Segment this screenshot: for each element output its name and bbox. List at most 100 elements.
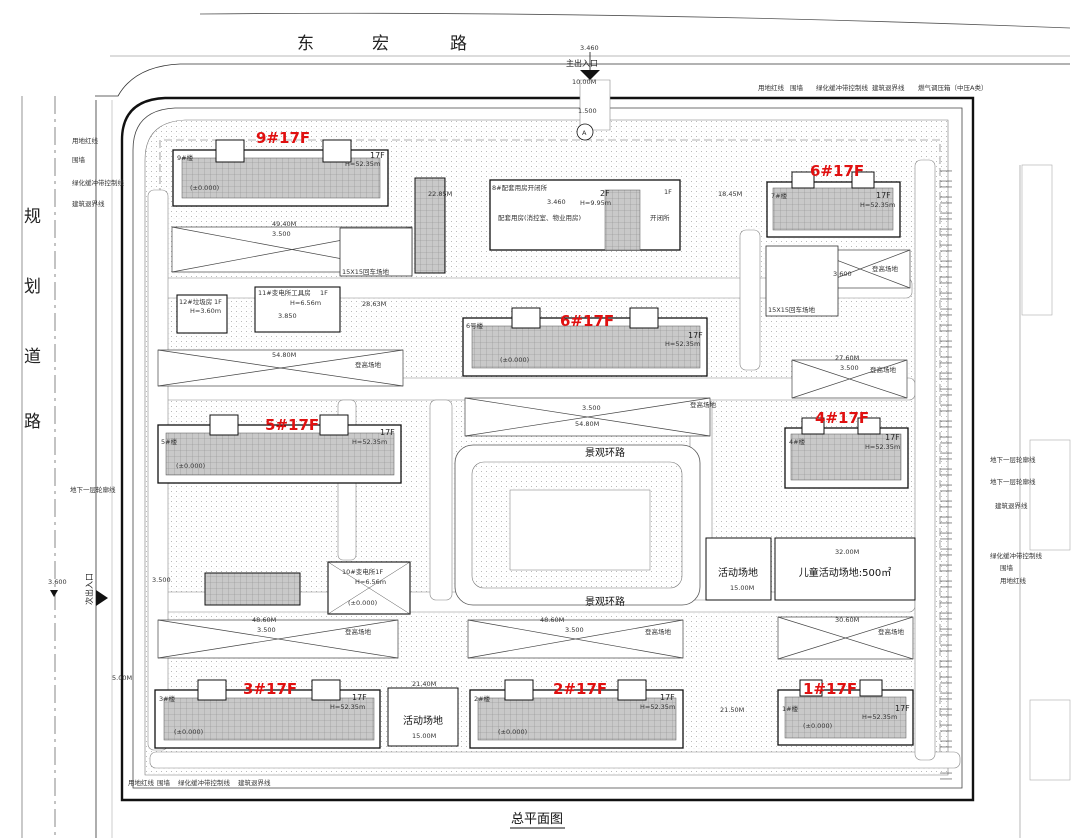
callout: 绿化缓冲带控制线	[990, 551, 1043, 560]
building-floors: 17F	[688, 331, 703, 340]
building-2: 2#楼 17F H=52.35m 2#17F	[469, 679, 684, 749]
fire-site-5: 登高场地	[157, 349, 404, 387]
facility-8: 8#配套用房开闭所 2F H=9.95m 配套用房(消控室、物业用房) 开闭所 …	[489, 179, 681, 251]
dim-label: 18.45M	[718, 190, 742, 198]
compass-letter: A	[582, 129, 587, 137]
callout: 地下一层轮廓线	[990, 477, 1036, 486]
dim-label: 5.00M	[112, 674, 132, 682]
building-label: 3#17F	[243, 680, 297, 698]
road-char: 规	[24, 207, 41, 227]
building-height: H=52.35m	[865, 443, 900, 451]
facility-11-floors: 1F	[320, 289, 328, 297]
callout: 燃气调压箱（中压A类）	[918, 83, 987, 92]
compass-icon: A 1.500	[576, 107, 597, 141]
plan-title-text: 总平面图	[511, 812, 563, 827]
callout: 绿化缓冲带控制线	[178, 778, 231, 787]
building-height: H=52.35m	[860, 201, 895, 209]
dim-label: 30.60M	[835, 616, 859, 624]
line-callouts-right: 地下一层轮廓线 地下一层轮廓线 建筑退界线 绿化缓冲带控制线 围墙 用地红线	[990, 455, 1043, 585]
activity-south-label: 活动场地	[403, 714, 443, 727]
building-tag: 5#楼	[161, 437, 178, 446]
elev-mark: (±0.000)	[498, 728, 527, 736]
activity-label: 活动场地	[718, 566, 758, 579]
line-callouts-left: 用地红线 围墙 绿化缓冲带控制线 建筑退界线 地下一层轮廓线	[70, 136, 125, 494]
callout: 用地红线	[128, 778, 155, 787]
secondary-entrance: 3.600 次出入口	[48, 573, 108, 606]
facility-west-annex	[204, 572, 301, 606]
elev-mark: 3.600	[833, 270, 852, 278]
elev-mark: (±0.000)	[174, 728, 203, 736]
callout: 绿化缓冲带控制线	[72, 178, 125, 187]
fire-site-4: 登高场地	[791, 359, 908, 399]
facility-10-name: 10#变电所1F	[342, 567, 383, 576]
line-callouts-bottom: 用地红线 围墙 绿化缓冲带控制线 建筑退界线	[128, 778, 271, 787]
road-name-east: 东 宏 路	[297, 34, 467, 54]
callout: 建筑退界线	[72, 199, 105, 208]
road-char: 划	[24, 277, 41, 297]
elev-mark: (±0.000)	[190, 184, 219, 192]
building-height: H=52.35m	[665, 340, 700, 348]
dim-label: 54.80M	[575, 420, 599, 428]
kids-area: 儿童活动场地:500㎡	[774, 537, 916, 601]
facility-8-switch: 开闭所	[650, 213, 670, 222]
main-entrance: 3.460 主出入口	[566, 44, 600, 80]
callout: 建筑退界线	[238, 778, 271, 787]
fire-site-label: 登高场地	[345, 627, 372, 636]
facility-10-height: H=6.56m	[355, 578, 386, 586]
building-height: H=52.35m	[330, 703, 365, 711]
main-entrance-elev: 3.460	[580, 44, 599, 52]
elev-mark: 3.500	[840, 364, 859, 372]
fire-site-label: 登高场地	[878, 627, 905, 636]
ring-road-label-top: 景观环路	[585, 446, 625, 459]
elev-mark: 3.500	[582, 404, 601, 412]
fire-site-label: 登高场地	[645, 627, 672, 636]
fire-site-1: 登高场地	[777, 616, 914, 660]
road-char: 路	[24, 412, 41, 432]
dim-label: 21.40M	[412, 680, 436, 688]
elev-mark: 3.500	[257, 626, 276, 634]
building-label: 4#17F	[815, 409, 869, 427]
building-label: 9#17F	[256, 129, 310, 147]
callout: 用地红线	[72, 136, 99, 145]
dim-label: 32.00M	[835, 548, 859, 556]
building-tag: 9#楼	[177, 153, 194, 162]
facility-8-desc: 配套用房(消控室、物业用房)	[498, 213, 581, 222]
callout: 围墙	[790, 83, 804, 92]
facility-8-floors: 2F	[600, 189, 610, 198]
facility-8-annex	[414, 177, 446, 274]
facility-12-height: H=3.60m	[190, 307, 221, 315]
elev-mark: 3.460	[547, 198, 566, 206]
elev-mark: (±0.000)	[803, 722, 832, 730]
building-height: H=52.35m	[640, 703, 675, 711]
building-floors: 17F	[370, 151, 385, 160]
dim-label: 21.50M	[720, 706, 744, 714]
callout: 地下一层轮廓线	[70, 485, 116, 494]
building-tag: 6号楼	[466, 321, 484, 330]
facility-11-height: H=6.56m	[290, 299, 321, 307]
fire-site-2: 登高场地	[467, 619, 684, 659]
callout: 用地红线	[758, 83, 785, 92]
building-7: 7#楼 17F H=52.35m 6#17F	[766, 162, 901, 238]
kids-area-label: 儿童活动场地:500㎡	[799, 566, 891, 579]
dimension-labels: 49.40M 54.80M 54.80M 48.60M 48.60M 30.60…	[112, 78, 859, 740]
callout: 地下一层轮廓线	[990, 455, 1036, 464]
line-callouts-top: 用地红线 围墙 绿化缓冲带控制线 建筑退界线 燃气调压箱（中压A类）	[758, 83, 987, 92]
dim-label: 48.60M	[540, 616, 564, 624]
facility-12-name: 12#垃圾房	[179, 297, 212, 306]
building-tag: 2#楼	[474, 694, 491, 703]
dim-label: 28.63M	[362, 300, 386, 308]
facility-8-height: H=9.95m	[580, 199, 611, 207]
elev-mark: 3.500	[565, 626, 584, 634]
building-3: 3#楼 17F H=52.35m 3#17F	[154, 679, 381, 749]
elevation-markers: 3.500 3.500 3.500 3.500 3.500 3.600 3.50…	[152, 184, 859, 736]
turnaround-label: 15X15回车场地	[768, 305, 815, 314]
elev-mark: (±0.000)	[348, 599, 377, 607]
dim-label: 10.00M	[572, 78, 596, 86]
elev-mark: (±0.000)	[500, 356, 529, 364]
secondary-entrance-label: 次出入口	[84, 573, 94, 605]
building-floors: 17F	[895, 704, 910, 713]
callout: 绿化缓冲带控制线	[816, 83, 869, 92]
ring-road-label-bottom: 景观环路	[585, 595, 625, 608]
turnaround-label: 15X15回车场地	[342, 267, 389, 276]
building-tag: 7#楼	[771, 191, 788, 200]
